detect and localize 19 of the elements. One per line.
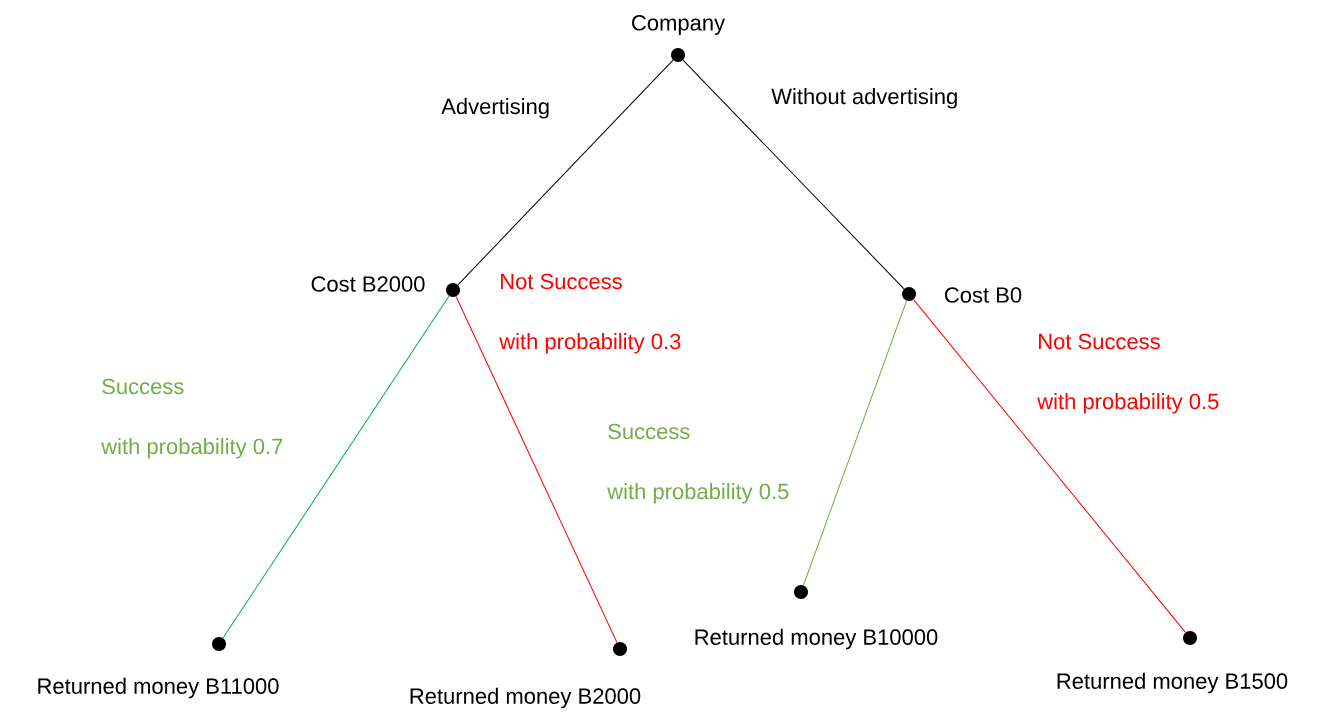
edge-label: Not Success with probability 0.5 [1037, 333, 1219, 414]
edge-label: Success with probability 0.7 [101, 378, 283, 459]
connector [802, 300, 908, 586]
edge-label: Without advertising [771, 88, 957, 109]
edge-label: Success with probability 0.5 [607, 423, 789, 504]
connector [682, 59, 905, 290]
node-label: Cost B0 [945, 287, 1022, 303]
edge-label: Advertising [441, 98, 549, 119]
edge-label: Not Success with probability 0.3 [499, 273, 681, 354]
node-label: Cost B2000 [311, 276, 425, 292]
node-label: Company [632, 15, 726, 35]
connector [457, 59, 674, 286]
node-label: Returned money B10000 [695, 628, 938, 650]
connector [222, 295, 450, 639]
node-label: Returned money B2000 [410, 687, 641, 709]
connector [455, 296, 618, 643]
node-label: Returned money B11000 [38, 677, 279, 699]
node-label: Returned money B1500 [1057, 672, 1288, 694]
connector [913, 299, 1186, 633]
